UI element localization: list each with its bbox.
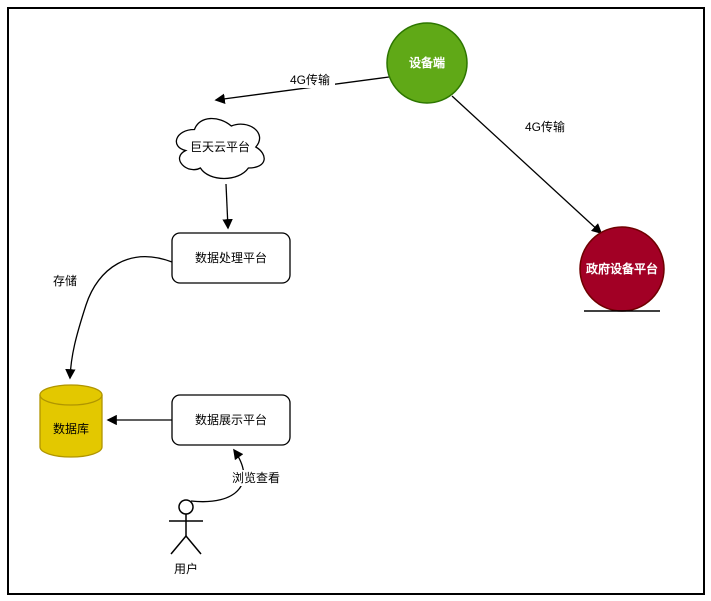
node-cloud-shape[interactable] <box>175 117 265 180</box>
actor-leg-left <box>170 535 187 555</box>
node-user-label: 用户 <box>174 561 198 576</box>
edge-label-bg-device-to-gov <box>520 119 570 135</box>
node-cloud-label: 巨天云平台 <box>190 139 250 154</box>
edge-label-bg-user-to-display <box>228 470 284 486</box>
edge-label-processing-to-db: 存储 <box>53 273 77 288</box>
node-gov-platform-label: 政府设备平台 <box>586 261 658 276</box>
edge-device-to-gov[interactable] <box>451 95 603 235</box>
edge-device-to-cloud[interactable] <box>214 76 390 104</box>
edge-label-device-to-cloud: 4G传输 <box>290 72 330 87</box>
edge-label-device-to-gov: 4G传输 <box>525 119 565 134</box>
node-display-label: 数据展示平台 <box>195 412 267 427</box>
edge-label-user-to-display: 浏览查看 <box>232 470 280 485</box>
node-processing-rect[interactable] <box>171 232 291 284</box>
node-database-label: 数据库 <box>53 421 89 436</box>
actor-head <box>178 499 194 515</box>
node-display-rect[interactable] <box>171 394 291 446</box>
database-body <box>39 384 103 458</box>
edge-cloud-to-processing[interactable] <box>222 183 233 230</box>
node-processing-label: 数据处理平台 <box>195 250 267 265</box>
node-device-circle[interactable] <box>386 22 468 104</box>
node-user-actor[interactable] <box>169 499 203 555</box>
edge-label-bg-processing-to-db <box>49 273 81 289</box>
edge-label-bg-device-to-cloud <box>285 72 335 88</box>
actor-leg-right <box>185 535 202 555</box>
node-device-label: 设备端 <box>409 55 445 70</box>
edge-processing-to-db[interactable] <box>65 256 173 380</box>
database-top-arc <box>39 394 103 406</box>
node-database-cylinder[interactable] <box>39 384 103 458</box>
edge-user-to-display[interactable] <box>190 448 245 503</box>
